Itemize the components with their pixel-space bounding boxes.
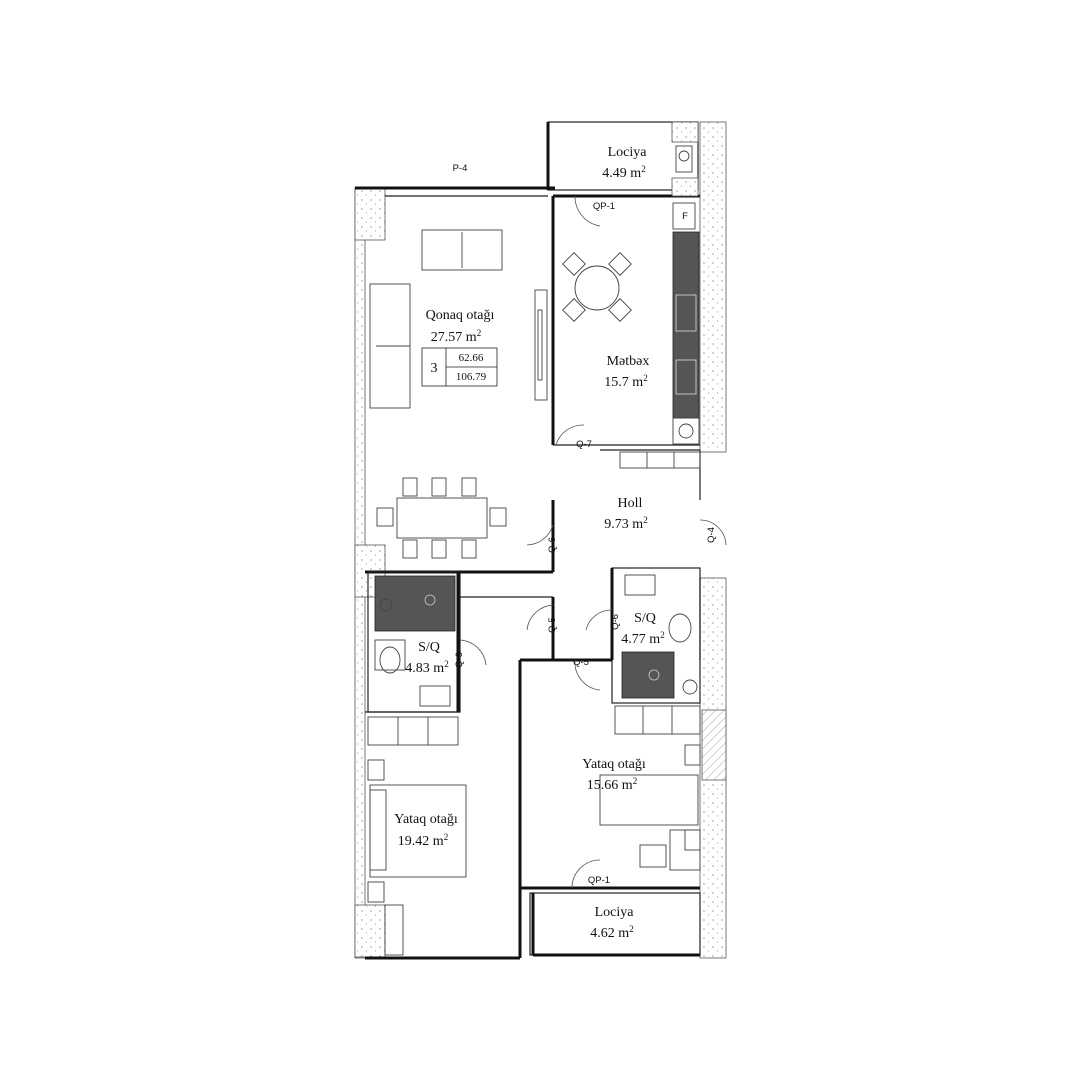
room-area: 4.83 m2 <box>405 659 448 676</box>
room-area: 19.42 m2 <box>398 832 448 849</box>
room-name: S/Q <box>634 611 656 626</box>
room-name: Qonaq otağı <box>426 308 495 323</box>
door-tag-q6-hall: Q-6 <box>547 537 558 553</box>
room-bath-right: S/Q 4.77 m2 <box>621 611 664 647</box>
room-bedroom-left: Yataq otağı 19.42 m2 <box>394 812 458 849</box>
door-tag-q7: Q-7 <box>576 439 592 450</box>
door-tag-q5-horizontal: Q-5 <box>573 657 589 668</box>
room-kitchen: Mətbəx 15.7 m2 <box>604 354 649 390</box>
apartment-table: 3 62.66 106.79 <box>421 347 498 387</box>
room-name: S/Q <box>418 640 440 655</box>
room-name: Mətbəx <box>607 354 650 369</box>
door-tag-q4: Q-4 <box>706 527 717 543</box>
door-tag-qp1-top: QP-1 <box>593 201 615 212</box>
furniture <box>367 145 701 956</box>
room-loggia-bottom: Lociya 4.62 m2 <box>590 905 634 941</box>
door-swings <box>459 195 727 889</box>
room-loggia-top: Lociya 4.49 m2 <box>602 145 647 181</box>
room-area: 4.77 m2 <box>621 630 664 647</box>
total-area-value: 106.79 <box>456 371 487 383</box>
room-area: 15.7 m2 <box>604 373 647 390</box>
room-name: Holl <box>618 496 643 511</box>
room-living: Qonaq otağı 27.57 m2 <box>426 308 495 345</box>
fridge-label: F <box>682 211 688 222</box>
door-tag-q6-bath-left: Q-6 <box>454 652 465 668</box>
room-area: 27.57 m2 <box>431 328 481 345</box>
walls <box>354 121 727 960</box>
room-area: 15.66 m2 <box>587 776 637 793</box>
room-bedroom-right: Yataq otağı 15.66 m2 <box>582 757 646 793</box>
door-tag-qp1-bottom: QP-1 <box>588 875 610 886</box>
room-area: 4.62 m2 <box>590 924 633 941</box>
room-hall: Holl 9.73 m2 <box>604 496 647 532</box>
room-area: 4.49 m2 <box>602 164 645 181</box>
room-name: Lociya <box>595 905 635 920</box>
door-tags: QP-1 Q-7 Q-6 Q-4 Q-5 Q-6 Q-5 Q-6 QP-1 F <box>454 201 717 886</box>
living-area-value: 62.66 <box>459 352 484 364</box>
plan-label: P-4 <box>453 163 468 174</box>
room-area: 9.73 m2 <box>604 515 647 532</box>
door-tag-q5-vertical: Q-5 <box>547 617 558 633</box>
room-name: Lociya <box>608 145 648 160</box>
room-bath-left: S/Q 4.83 m2 <box>405 640 448 676</box>
room-count: 3 <box>431 361 438 376</box>
room-name: Yataq otağı <box>394 812 458 827</box>
door-tag-q6-bath-right: Q-6 <box>610 614 621 630</box>
room-name: Yataq otağı <box>582 757 646 772</box>
